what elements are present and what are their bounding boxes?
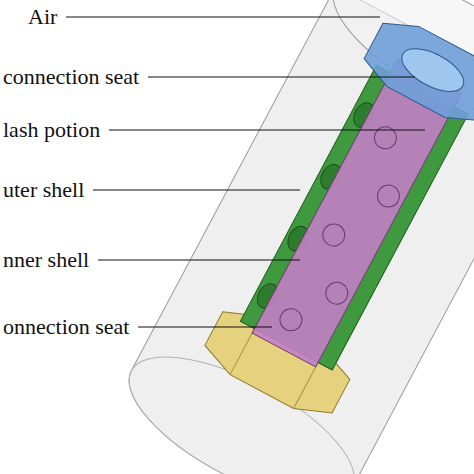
seat-edge	[230, 329, 254, 375]
flash-potion	[395, 40, 470, 100]
inner-holes	[274, 123, 426, 348]
leader-line	[98, 260, 300, 261]
part-label: connection seat	[3, 64, 139, 90]
leader-lines	[66, 17, 425, 327]
seat-edge	[294, 363, 318, 409]
leader-line	[93, 190, 300, 191]
leader-line	[109, 130, 425, 131]
leader-line	[148, 77, 415, 78]
air-domain	[109, 0, 474, 474]
part-label: Air	[28, 4, 57, 30]
part-label: nner shell	[3, 247, 89, 273]
part-label: uter shell	[3, 177, 84, 203]
assembly-drawing	[109, 0, 474, 474]
upper-seat	[358, 11, 474, 133]
leader-line	[138, 327, 272, 328]
leader-line	[66, 17, 380, 18]
part-label: onnection seat	[3, 314, 129, 340]
part-label: lash potion	[3, 117, 100, 143]
